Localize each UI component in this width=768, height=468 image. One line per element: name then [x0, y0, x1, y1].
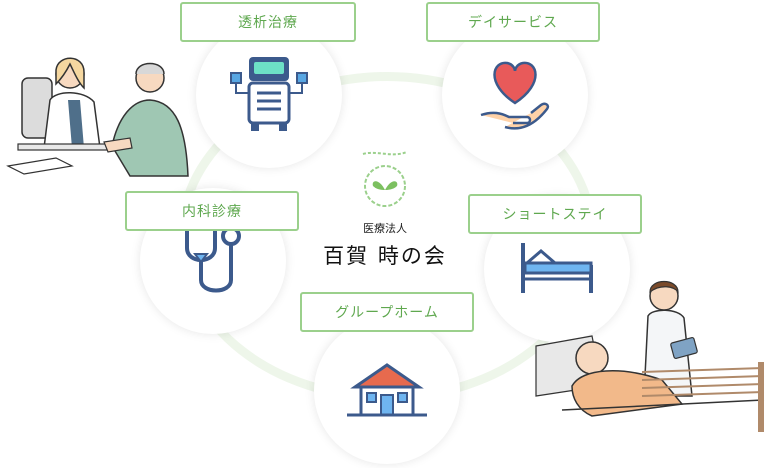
hospital-bed-icon [521, 243, 593, 293]
organization-name: 百賀 時の会 [323, 244, 447, 268]
doctor-consultation-illustration [6, 57, 189, 177]
organization-logo: 医療法人 百賀 時の会 [310, 148, 460, 270]
group-home-circle [314, 318, 460, 464]
label-dialysis: 透析治療 [180, 2, 356, 42]
dialysis-machine-icon [230, 57, 308, 131]
organization-type: 医療法人 [363, 222, 407, 235]
dialysis-circle [196, 22, 342, 168]
label-group-home: グループホーム [300, 292, 474, 332]
label-internal-medicine: 内科診療 [125, 191, 299, 231]
nurse-patient-illustration [535, 280, 765, 432]
house-icon [347, 363, 427, 417]
day-service-circle [442, 22, 588, 168]
heart-hand-icon [480, 61, 550, 130]
sprout-logo-icon [362, 151, 408, 207]
label-day-service: デイサービス [426, 2, 600, 42]
label-short-stay: ショートステイ [468, 194, 642, 234]
